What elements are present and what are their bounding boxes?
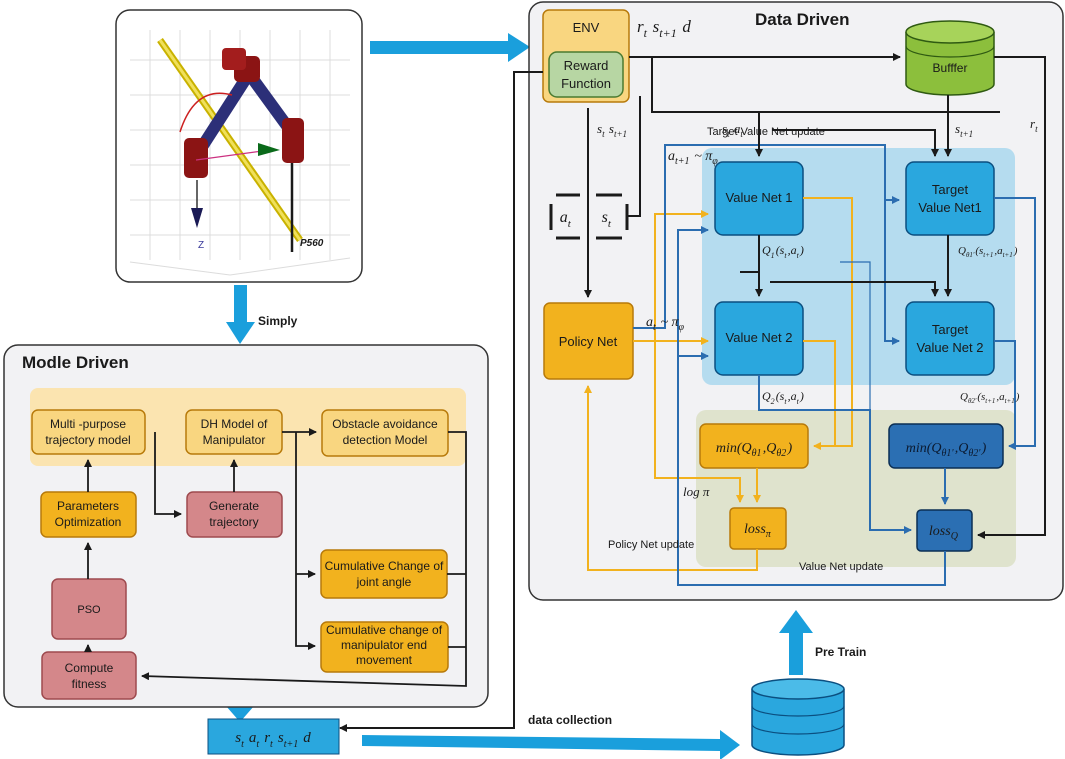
robot-model-label: P560 [300,238,324,249]
value-net-2-label: Value Net 2 [726,330,793,345]
policy-net-label: Policy Net [559,334,618,349]
target-value-net-1-box [905,161,995,236]
min-q-box [699,423,809,469]
obstacle-box [321,409,449,457]
s-a-label: st at [722,121,744,139]
policy-update-label: Policy Net update [608,539,694,551]
arrow-extract-head [226,706,254,722]
min-q-label: min(Qθ1 ,Qθ2 ) [716,441,793,459]
env-box [542,9,630,103]
target-update-label: Target Value Net update [707,126,825,138]
min-qt-label: min(Qθ1' ,Qθ2' ) [906,441,987,459]
s-pair-label: st st+1 [597,121,628,139]
st-box-label: st [602,209,613,230]
arrow-robot-to-env-head [508,33,530,62]
data-collection-label: data collection [528,713,612,727]
qt1-label: Qθ1' (st+1 ,at+1 ) [958,245,1018,259]
tuple-box [207,718,340,755]
buffer-label: Bufffer [933,61,968,75]
buffer-cylinder-icon [905,20,995,96]
arrow-pre-train [789,630,803,675]
math-labels: rt st+1 d st st+1 st at st+1 rt at+1 ~ π… [597,17,1039,542]
r-t-label: rt [1030,116,1039,134]
simply-label: Simply [258,314,298,328]
reward-function-box [548,51,624,98]
loss-q-label: lossQ [929,524,959,542]
tuple-label: st at rt st+1 d [235,730,311,750]
arrow-pre-train-head [779,610,813,633]
robot-axis-label: Z [198,240,204,251]
value-net-1-label: Value Net 1 [726,190,793,205]
arrow-simply [234,285,247,325]
database-icon [751,678,845,756]
arrow-robot-to-env [370,41,510,54]
qt2-label: Qθ2' (st+1 ,at+1 ) [960,391,1020,405]
robot-arm-illustration [157,37,304,252]
data-driven-title: Data Driven [755,10,849,29]
model-driven-boxes [31,409,449,700]
at-box-label: at [560,209,572,230]
q2-label: Q2 (st ,at ) [762,389,804,406]
arrow-data-collection [362,730,740,759]
pre-train-label: Pre Train [815,645,866,659]
arrow-simply-head [226,322,255,344]
model-driven-title: Modle Driven [22,353,129,372]
q1-label: Q1 (st ,at ) [762,243,804,260]
env-output-label: rt st+1 d [637,17,691,40]
robot-panel: Z P560 [115,9,363,283]
black-flow-lines [339,53,1046,732]
cum-joint-box [320,549,448,599]
a-pi-label: at ~ πφ [646,315,685,333]
model-driven-connectors [84,428,467,687]
env-label: ENV [573,20,600,35]
value-update-label: Value Net update [799,561,883,573]
at-box [549,193,580,240]
log-pi-label: log π [683,484,710,499]
blue-flow-lines [633,144,1036,586]
s-next-label: st+1 [955,121,974,139]
multi-purpose-box [31,409,146,455]
pso-box [51,578,127,640]
pso-label: PSO [77,604,101,616]
loss-pi-label: lossπ [744,522,772,540]
target-value-net-2-box [905,301,995,376]
a-next-pi-label: at+1 ~ πφ [668,149,719,167]
compute-box [41,651,137,700]
